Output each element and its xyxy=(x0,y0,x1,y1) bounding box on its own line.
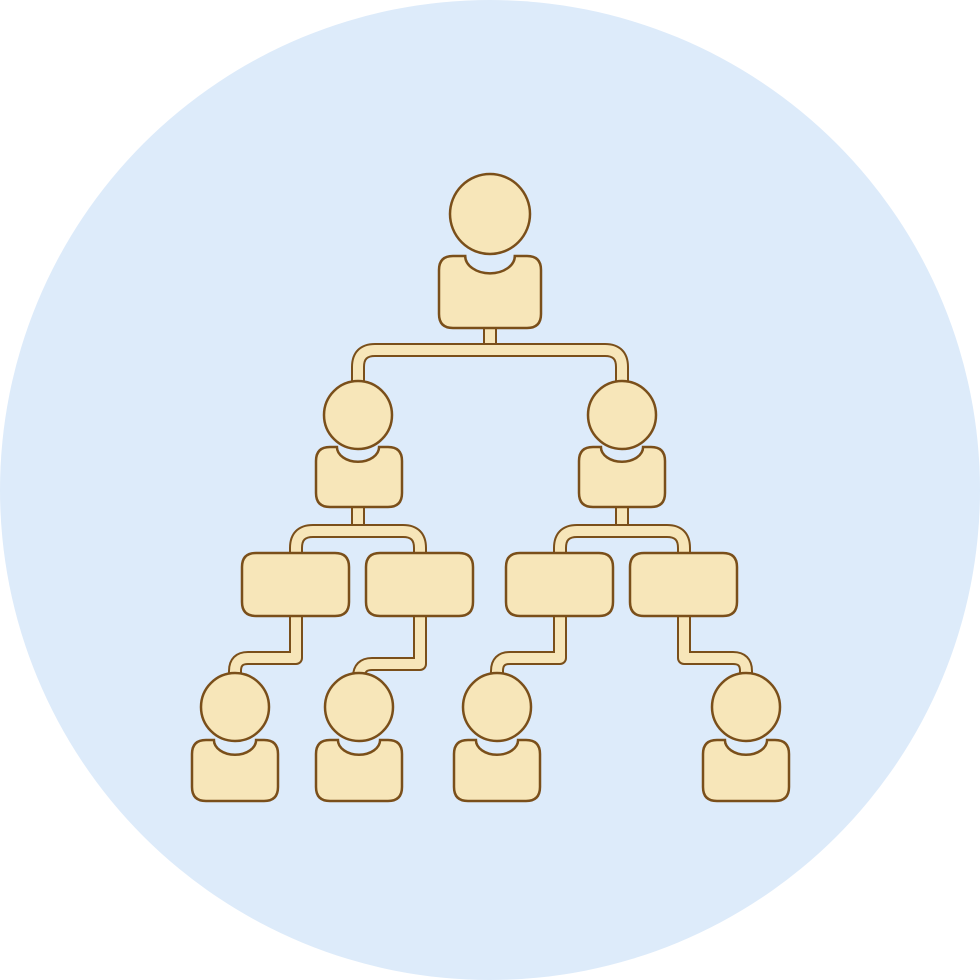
person-body xyxy=(452,738,542,803)
person-node-manager-left xyxy=(314,379,404,509)
person-head xyxy=(586,379,658,451)
person-node-leaf-4 xyxy=(701,671,791,803)
position-box-shape xyxy=(628,551,739,618)
connector-box4-leaf4 xyxy=(677,614,753,678)
connector-box1-leaf1 xyxy=(228,614,303,678)
position-box-box-2 xyxy=(364,551,475,618)
person-head xyxy=(322,379,394,451)
person-body xyxy=(437,254,543,330)
person-body xyxy=(314,445,404,509)
person-body xyxy=(701,738,791,803)
position-box-box-4 xyxy=(628,551,739,618)
person-body xyxy=(314,738,404,803)
person-node-leaf-3 xyxy=(452,671,542,803)
hierarchy-nodes xyxy=(190,172,791,803)
person-node-manager-right xyxy=(577,379,667,509)
connector-box3-leaf3 xyxy=(490,614,567,678)
person-node-leaf-1 xyxy=(190,671,280,803)
person-head xyxy=(323,671,395,743)
person-body xyxy=(190,738,280,803)
connector-right-branches xyxy=(553,524,691,556)
position-box-shape xyxy=(364,551,475,618)
person-head xyxy=(461,671,533,743)
person-node-root xyxy=(437,172,543,330)
position-box-shape xyxy=(504,551,615,618)
position-box-shape xyxy=(240,551,351,618)
connector-left-branches xyxy=(289,524,427,556)
person-head xyxy=(199,671,271,743)
position-box-box-3 xyxy=(504,551,615,618)
person-node-leaf-2 xyxy=(314,671,404,803)
person-head xyxy=(710,671,782,743)
connector-lines xyxy=(228,325,753,684)
connector-root-branches xyxy=(351,343,629,386)
person-body xyxy=(577,445,667,509)
person-head xyxy=(448,172,532,256)
position-box-box-1 xyxy=(240,551,351,618)
